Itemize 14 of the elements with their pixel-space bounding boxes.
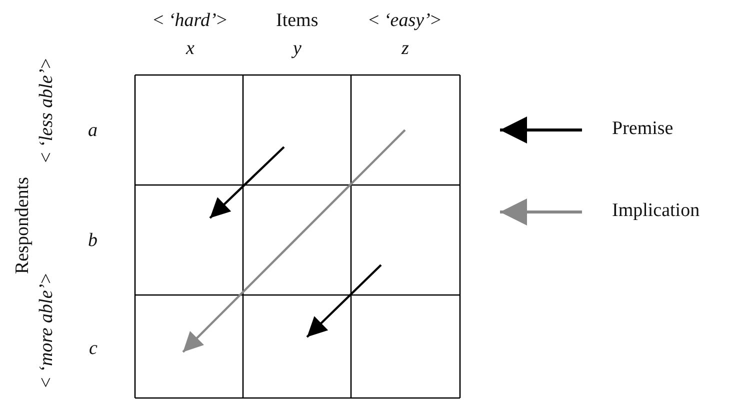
row-heading: < ‘less able’>: [36, 58, 56, 162]
legend-label: Implication: [612, 200, 700, 220]
column-label: z: [402, 38, 409, 58]
column-heading: < ‘hard’>: [153, 10, 228, 30]
column-heading: < ‘easy’>: [368, 10, 442, 30]
row-label: c: [89, 338, 98, 358]
row-label: a: [88, 120, 98, 140]
axis-title: Items: [276, 10, 318, 30]
legend-label: Premise: [612, 118, 674, 138]
column-label: y: [293, 38, 302, 58]
row-label: b: [88, 230, 98, 250]
axis-title: Respondents: [12, 176, 32, 274]
row-heading: < ‘more able’>: [36, 272, 56, 388]
column-label: x: [186, 38, 194, 58]
